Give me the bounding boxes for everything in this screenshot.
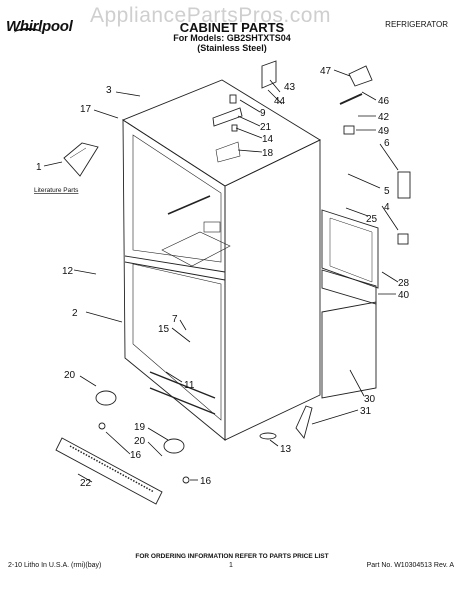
- upper-hinge-cover: [261, 60, 277, 89]
- callout-20-right: 20: [134, 436, 146, 447]
- callout-4: 4: [384, 202, 390, 213]
- litho-note: 2-10 Litho In U.S.A. (rmi)(bay): [8, 562, 102, 569]
- ordering-info: FOR ORDERING INFORMATION REFER TO PARTS …: [135, 553, 329, 560]
- cabinet-front-frame: [122, 119, 226, 441]
- callout-17: 17: [80, 104, 92, 115]
- crisper-cover: [161, 231, 231, 267]
- roller-assembly-left: [95, 390, 117, 406]
- callout-2: 2: [72, 308, 78, 319]
- callout-46: 46: [378, 96, 390, 107]
- cabinet-top: [122, 79, 321, 187]
- callout-19: 19: [134, 422, 146, 433]
- hinge-shim: [215, 141, 241, 163]
- leader-lines: [43, 69, 399, 483]
- callout-3: 3: [106, 85, 112, 96]
- callout-25: 25: [366, 214, 378, 225]
- fresh-food-opening: [132, 134, 222, 263]
- finish-line: (Stainless Steel): [197, 43, 267, 53]
- page-number: 1: [229, 562, 233, 569]
- cabinet-drawing: [55, 60, 411, 505]
- literature-booklet: [63, 142, 99, 177]
- base-panel: [321, 269, 377, 305]
- roller-assembly-right: [163, 438, 185, 454]
- water-valve: [348, 65, 373, 87]
- leveling-foot: [259, 432, 277, 440]
- logo-swoosh-icon: [14, 28, 42, 38]
- callout-28: 28: [398, 278, 410, 289]
- callout-47: 47: [320, 66, 332, 77]
- callout-12: 12: [62, 266, 74, 277]
- watermark: AppliancePartsPros.com: [90, 4, 331, 27]
- callout-20-left: 20: [64, 370, 76, 381]
- light-rail: [167, 195, 211, 215]
- toe-grille: [55, 437, 163, 505]
- callout-21: 21: [260, 122, 272, 133]
- freezer-opening: [132, 263, 222, 421]
- side-panel: [321, 301, 377, 399]
- callout-44: 44: [274, 96, 286, 107]
- part-number: Part No. W10304513 Rev. A: [366, 562, 454, 569]
- grille-slots: [69, 445, 155, 493]
- callout-labels: 3 17 1 12 2 20 22 43 44 9 21 14 18 47 46…: [36, 66, 410, 489]
- callout-18: 18: [262, 148, 274, 159]
- condenser-cover: [321, 209, 379, 289]
- callout-15: 15: [158, 324, 170, 335]
- hinge-cover-small: [397, 233, 409, 245]
- callout-1: 1: [36, 162, 42, 173]
- callout-11: 11: [184, 380, 195, 391]
- whirlpool-logo: Whirlpool: [6, 18, 73, 38]
- booklet-line: [69, 147, 87, 159]
- callout-6: 6: [384, 138, 390, 149]
- callout-13: 13: [280, 444, 292, 455]
- water-tube: [339, 93, 363, 105]
- hinge-pin: [229, 94, 237, 104]
- leveling-leg-right: [182, 476, 190, 484]
- bracket: [397, 171, 411, 199]
- freezer-rail: [149, 371, 216, 399]
- callout-30: 30: [364, 394, 376, 405]
- category-label: REFRIGERATOR: [385, 20, 448, 29]
- clip: [343, 125, 355, 135]
- models-line: For Models: GB2SHTXTS04: [173, 33, 291, 43]
- callout-31: 31: [360, 406, 372, 417]
- mullion-line: [124, 255, 226, 273]
- callout-43: 43: [284, 82, 296, 93]
- callout-7: 7: [172, 314, 178, 325]
- freezer-rail-lower: [149, 387, 216, 415]
- upper-hinge: [212, 107, 243, 127]
- callout-9: 9: [260, 108, 266, 119]
- page-title: CABINET PARTS: [179, 20, 285, 35]
- mullion-line-lower: [124, 261, 226, 281]
- callout-49: 49: [378, 126, 390, 137]
- screwdriver-tool: [295, 405, 313, 439]
- control-housing: [203, 221, 221, 233]
- callout-22: 22: [80, 478, 92, 489]
- callout-40: 40: [398, 290, 410, 301]
- leveling-leg-left: [98, 422, 106, 430]
- literature-label: Literature Parts: [34, 187, 79, 194]
- callout-16-right: 16: [200, 476, 212, 487]
- cabinet-side-wall: [224, 139, 321, 441]
- callout-14: 14: [262, 134, 274, 145]
- callout-5: 5: [384, 186, 390, 197]
- callout-16-left: 16: [130, 450, 142, 461]
- condenser-grid: [329, 217, 373, 283]
- callout-42: 42: [378, 112, 390, 123]
